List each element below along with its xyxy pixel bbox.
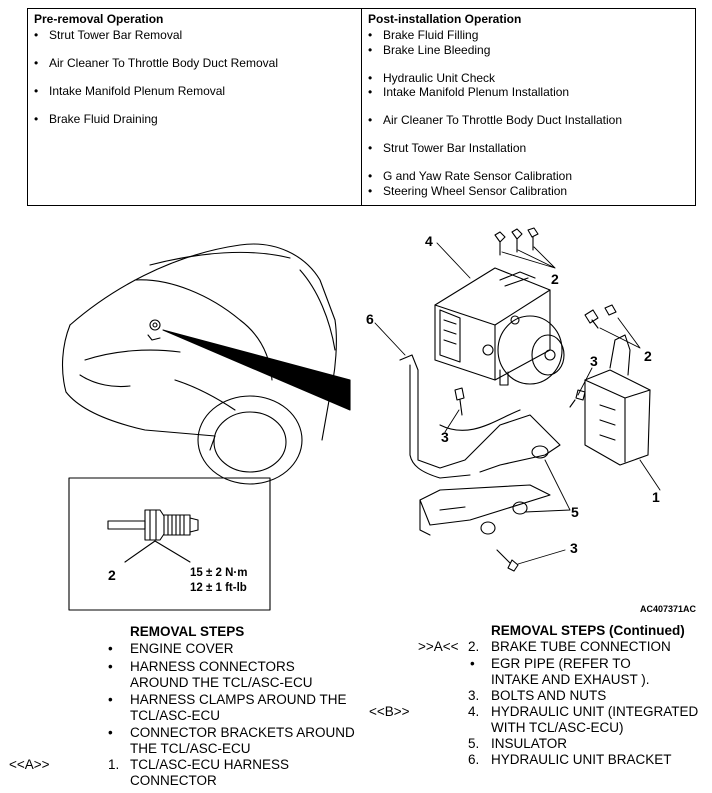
torque-imperial: 12 ± 1 ft-lb — [190, 582, 247, 594]
removal-steps-right: REMOVAL STEPS (Continued) >>A<< 2. BRAKE… — [360, 623, 712, 773]
callout-2-detail: 2 — [108, 567, 116, 583]
torque-metric: 15 ± 2 N·m — [190, 567, 247, 579]
step-number: 3. — [468, 688, 480, 703]
step-text: HARNESS CONNECTORS — [130, 659, 295, 674]
leader-lines — [374, 242, 661, 565]
step-bullet: • — [108, 659, 113, 674]
callout-3-middle: 3 — [441, 429, 449, 445]
step-text: CONNECTOR BRACKETS AROUND — [130, 725, 355, 740]
step-text: THE TCL/ASC-ECU — [130, 741, 251, 756]
callout-4: 4 — [425, 233, 433, 249]
step-text: HYDRAULIC UNIT (INTEGRATED — [491, 704, 699, 719]
step-text: BOLTS AND NUTS — [491, 688, 607, 703]
step-tag: <<A>> — [9, 757, 50, 772]
callout-2-right: 2 — [644, 348, 652, 364]
hydraulic-unit-diagram: 4 2 6 2 3 3 1 5 3 2 15 ± 2 N·m 12 ± 1 ft… — [62, 227, 697, 614]
pre-removal-item: •Intake Manifold Plenum Removal — [34, 84, 226, 98]
step-text: EGR PIPE (REFER TO — [491, 656, 631, 671]
step-bullet: • — [108, 725, 113, 740]
callout-5: 5 — [571, 504, 579, 520]
pre-removal-heading: Pre-removal Operation — [34, 12, 164, 26]
post-installation-item: •G and Yaw Rate Sensor Calibration — [368, 169, 572, 183]
post-installation-item: •Intake Manifold Plenum Installation — [368, 85, 570, 99]
step-text: ENGINE COVER — [130, 641, 234, 656]
tcl-asc-ecu — [584, 334, 651, 466]
step-text: TCL/ASC-ECU — [130, 708, 221, 723]
step-number: 1. — [108, 757, 120, 772]
post-installation-item: •Hydraulic Unit Check — [368, 71, 496, 85]
post-installation-item: •Brake Line Bleeding — [368, 43, 491, 57]
removal-steps-left: REMOVAL STEPS • ENGINE COVER • HARNESS C… — [0, 624, 380, 793]
pre-removal-item: •Brake Fluid Draining — [34, 112, 158, 126]
pre-removal-item: •Strut Tower Bar Removal — [34, 28, 183, 42]
post-installation-column: Post-installation Operation •Brake Fluid… — [362, 9, 695, 205]
removal-steps-continued-heading: REMOVAL STEPS (Continued) — [491, 623, 685, 638]
bolts — [454, 227, 617, 572]
step-number: 6. — [468, 752, 480, 767]
step-bullet: • — [108, 641, 113, 656]
step-text: AROUND THE TCL/ASC-ECU — [130, 675, 313, 690]
operations-table: Pre-removal Operation •Strut Tower Bar R… — [27, 8, 696, 206]
detail-box — [68, 477, 271, 611]
callout-3-lower: 3 — [570, 540, 578, 556]
step-tag: <<B>> — [369, 704, 410, 719]
sensor-bolt-detail — [107, 509, 199, 563]
step-text: BRAKE TUBE CONNECTION — [491, 639, 671, 654]
step-text: HYDRAULIC UNIT BRACKET — [491, 752, 672, 767]
pointer-wedge — [162, 329, 351, 411]
car-illustration — [62, 243, 337, 485]
figure-code: AC407371AC — [640, 604, 697, 614]
step-number: 5. — [468, 736, 480, 751]
post-installation-heading: Post-installation Operation — [368, 12, 522, 26]
step-tag: >>A<< — [418, 639, 459, 654]
hydraulic-unit-bracket — [399, 354, 561, 536]
step-text: TCL/ASC-ECU HARNESS — [130, 757, 290, 772]
callout-6: 6 — [366, 311, 374, 327]
post-installation-item: •Air Cleaner To Throttle Body Duct Insta… — [368, 113, 623, 127]
step-text: INSULATOR — [491, 736, 568, 751]
post-installation-item: •Strut Tower Bar Installation — [368, 141, 527, 155]
step-text: CONNECTOR — [130, 773, 217, 788]
step-text: WITH TCL/ASC-ECU) — [491, 720, 624, 735]
removal-steps-heading: REMOVAL STEPS — [130, 624, 245, 639]
callout-1: 1 — [652, 489, 660, 505]
step-text: INTAKE AND EXHAUST ). — [491, 672, 650, 687]
hydraulic-unit — [434, 267, 565, 386]
pre-removal-item: •Air Cleaner To Throttle Body Duct Remov… — [34, 56, 278, 70]
step-bullet: • — [470, 656, 475, 671]
post-installation-item: •Steering Wheel Sensor Calibration — [368, 184, 568, 198]
step-text: HARNESS CLAMPS AROUND THE — [130, 692, 347, 707]
callout-2-top: 2 — [551, 271, 559, 287]
post-installation-item: •Brake Fluid Filling — [368, 28, 479, 42]
callout-3-upper: 3 — [590, 353, 598, 369]
step-number: 2. — [468, 639, 480, 654]
pre-removal-column: Pre-removal Operation •Strut Tower Bar R… — [28, 9, 362, 205]
step-bullet: • — [108, 692, 113, 707]
step-number: 4. — [468, 704, 480, 719]
